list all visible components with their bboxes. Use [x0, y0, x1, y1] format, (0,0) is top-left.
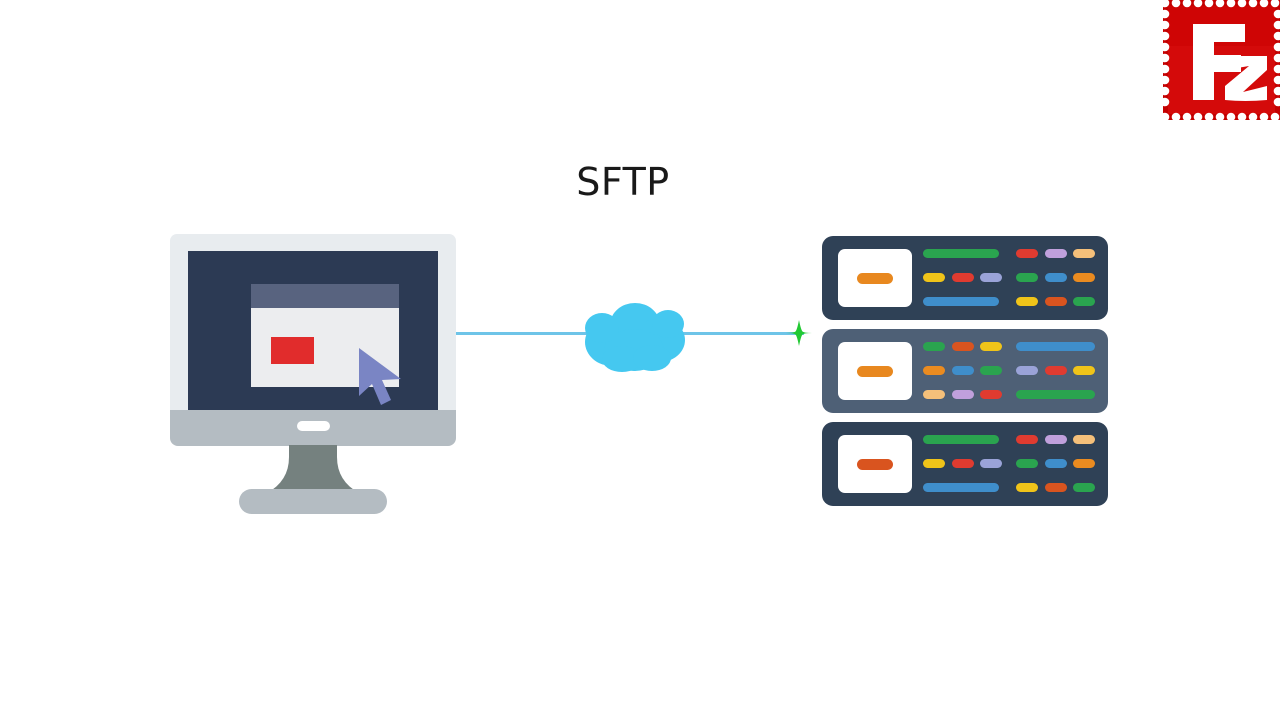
server-unit-top: [822, 236, 1108, 320]
server-status-pill: [923, 249, 999, 258]
server-status-pill: [923, 390, 945, 399]
server-status-pill: [980, 366, 1002, 375]
server-status-pill: [952, 273, 974, 282]
server-unit-middle: [822, 329, 1108, 413]
desktop-computer-illustration: [170, 234, 456, 514]
server-status-pill: [1016, 483, 1038, 492]
server-status-pill: [1016, 435, 1038, 444]
server-status-pill: [980, 390, 1002, 399]
server-status-pill: [952, 366, 974, 375]
server-status-pill: [1045, 435, 1067, 444]
server-status-pill: [1045, 249, 1067, 258]
server-status-pill: [1016, 390, 1095, 399]
server-status-pill: [980, 273, 1002, 282]
cloud-icon: [578, 295, 692, 373]
filezilla-logo-svg: [1163, 0, 1280, 120]
server-status-pill: [1045, 459, 1067, 468]
server-status-pill: [923, 366, 945, 375]
server-status-pill: [1073, 249, 1095, 258]
window-titlebar: [251, 284, 399, 308]
server-power-indicator: [857, 273, 893, 284]
server-status-pills: [923, 249, 1095, 307]
monitor-stand-foot: [239, 489, 387, 514]
mouse-cursor-icon: [356, 346, 412, 408]
server-led-panel: [838, 435, 912, 493]
server-status-pill: [1045, 297, 1067, 306]
server-status-pill: [923, 273, 945, 282]
server-status-pill: [923, 342, 945, 351]
server-status-pill: [1073, 459, 1095, 468]
server-status-pill: [1073, 435, 1095, 444]
monitor-bezel: [170, 234, 456, 410]
server-power-indicator: [857, 459, 893, 470]
server-status-pill: [952, 342, 974, 351]
server-status-pills: [923, 435, 1095, 493]
server-status-pill: [1045, 273, 1067, 282]
window-highlight-block: [271, 337, 314, 364]
server-status-pill: [923, 297, 999, 306]
fz-wordmark-glyph: [1193, 24, 1267, 101]
filezilla-stamp-logo: [1163, 0, 1280, 120]
server-unit-bottom: [822, 422, 1108, 506]
monitor-screen: [188, 251, 438, 410]
server-status-pill: [923, 459, 945, 468]
server-status-pill: [1073, 273, 1095, 282]
server-status-pill: [1073, 366, 1095, 375]
monitor-stand-neck: [267, 445, 359, 497]
server-status-pill: [923, 483, 999, 492]
monitor-base-bar: [170, 410, 456, 446]
server-rack-illustration: [822, 236, 1108, 506]
server-power-indicator: [857, 366, 893, 377]
server-status-pill: [1016, 273, 1038, 282]
server-status-pills: [923, 342, 1095, 400]
server-status-pill: [1016, 459, 1038, 468]
server-status-pill: [1016, 366, 1038, 375]
server-status-pill: [1073, 483, 1095, 492]
server-status-pill: [1016, 297, 1038, 306]
server-status-pill: [952, 459, 974, 468]
server-led-panel: [838, 342, 912, 400]
server-status-pill: [1045, 366, 1067, 375]
page-title: SFTP: [576, 160, 670, 204]
server-status-pill: [980, 459, 1002, 468]
server-status-pill: [1016, 342, 1095, 351]
server-status-pill: [1045, 483, 1067, 492]
server-status-pill: [1073, 297, 1095, 306]
server-status-pill: [923, 435, 999, 444]
server-status-pill: [980, 342, 1002, 351]
connection-endpoint-star-icon: [786, 320, 812, 346]
monitor-indicator-notch: [297, 421, 330, 431]
server-led-panel: [838, 249, 912, 307]
server-status-pill: [952, 390, 974, 399]
server-status-pill: [1016, 249, 1038, 258]
